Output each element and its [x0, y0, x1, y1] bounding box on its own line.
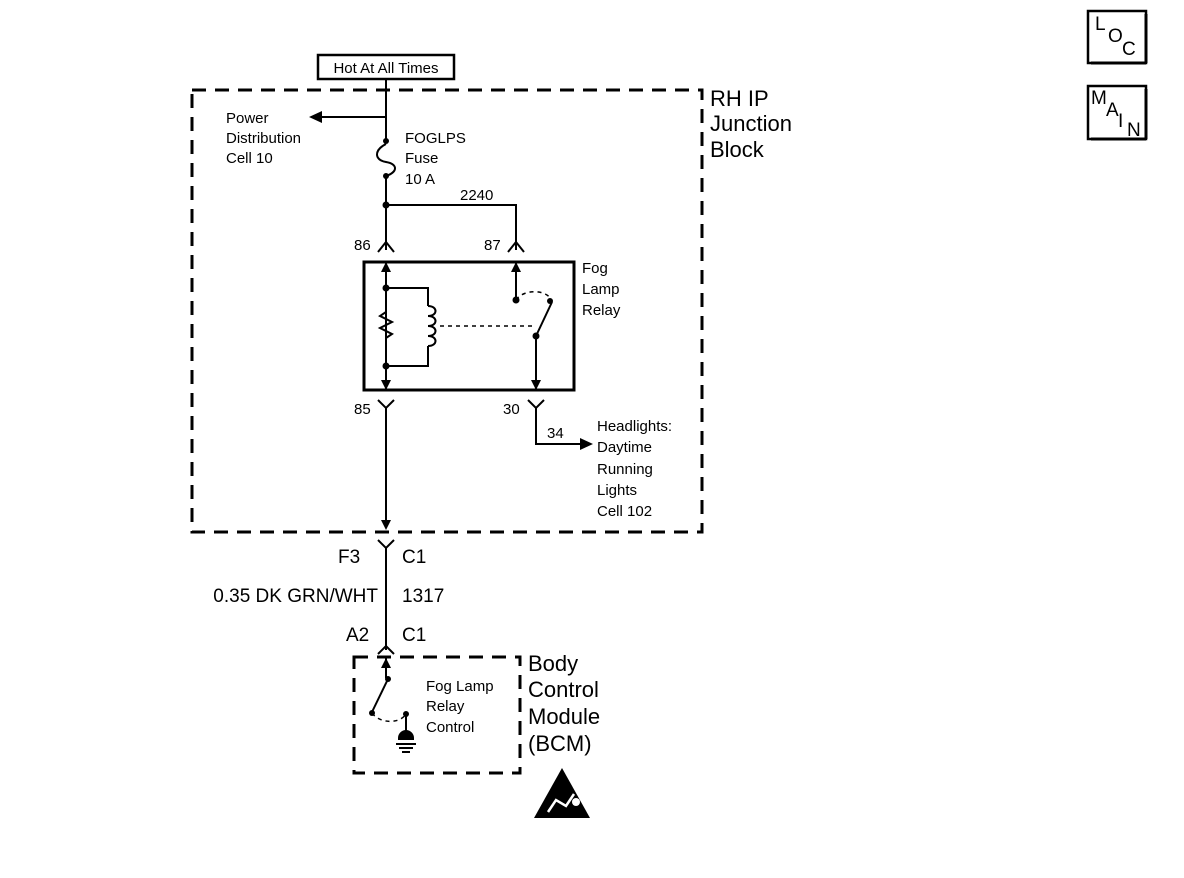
arrow-right-icon	[580, 438, 593, 450]
junction-block-outline	[190, 88, 704, 534]
arrow-left-icon	[309, 111, 322, 123]
fog-lamp-relay-label: Fog Lamp Relay	[582, 260, 621, 319]
power-source-label: Hot At All Times	[316, 53, 456, 81]
junction-block-line-2: Junction	[710, 111, 792, 136]
connector-87-icon	[507, 240, 525, 253]
power-source-text: Hot At All Times	[333, 60, 438, 77]
bcm-label: Body Control Module (BCM)	[528, 651, 600, 756]
bcm-relay-control-switch-icon	[369, 656, 409, 738]
circuit-2240-label: 2240	[460, 187, 493, 204]
bcm-control-label: Fog Lamp Relay Control	[426, 678, 494, 736]
power-distribution-label: Power Distribution Cell 10	[226, 110, 301, 167]
relay-line-1: Fog	[582, 260, 608, 277]
main-letter-2: A	[1106, 100, 1119, 121]
wire-circuit-label: 1317	[402, 586, 444, 607]
ground-icon	[396, 730, 416, 753]
main-letter-1: M	[1091, 88, 1107, 109]
wire-2240	[386, 204, 517, 250]
circuit-34-label: 34	[547, 425, 564, 442]
bcm-control-line-1: Fog Lamp	[426, 678, 494, 695]
headlights-label: Headlights: Daytime Running Lights Cell …	[597, 418, 672, 520]
connector-a2-name-label: C1	[402, 625, 426, 646]
connector-a2-pin-label: A2	[346, 625, 369, 646]
loc-letter-3: C	[1122, 39, 1136, 60]
connector-85-icon	[377, 399, 395, 410]
headlights-line-4: Lights	[597, 482, 637, 499]
bcm-line-1: Body	[528, 651, 578, 676]
arrow-down-icon	[381, 520, 391, 530]
main-button[interactable]: M A I N	[1086, 84, 1148, 141]
bcm-control-line-2: Relay	[426, 698, 465, 715]
connector-86-icon	[377, 240, 395, 253]
power-distribution-line-1: Power	[226, 110, 269, 127]
loc-button[interactable]: L O C	[1086, 9, 1148, 65]
headlights-line-1: Headlights:	[597, 418, 672, 435]
relay-line-2: Lamp	[582, 281, 620, 298]
headlights-line-3: Running	[597, 461, 653, 478]
bcm-line-2: Control	[528, 677, 599, 702]
connector-f3-icon	[377, 539, 395, 550]
relay-switch-icon	[511, 262, 553, 390]
fuse-line-3: 10 A	[405, 171, 435, 188]
bcm-outline	[352, 655, 522, 775]
wire-gauge-color-label: 0.35 DK GRN/WHT	[213, 586, 378, 607]
pin-85-label: 85	[354, 401, 371, 418]
fog-lamp-relay-box	[362, 260, 576, 392]
fuse-symbol-icon	[376, 138, 396, 179]
pin-30-label: 30	[503, 401, 520, 418]
power-distribution-line-3: Cell 10	[226, 150, 273, 167]
bcm-control-line-3: Control	[426, 719, 474, 736]
wire-34	[535, 408, 580, 445]
junction-block-line-1: RH IP	[710, 86, 769, 111]
headlights-line-5: Cell 102	[597, 503, 652, 520]
loc-letter-2: O	[1108, 26, 1123, 47]
bcm-line-3: Module	[528, 704, 600, 729]
junction-block-label: RH IP Junction Block	[710, 86, 792, 162]
connector-f3-pin-label: F3	[338, 547, 360, 568]
fuse-label: FOGLPS Fuse 10 A	[405, 130, 466, 188]
connector-30-icon	[527, 399, 545, 410]
pin-86-label: 86	[354, 237, 371, 254]
esd-warning-icon	[534, 768, 590, 818]
headlights-line-2: Daytime	[597, 439, 652, 456]
junction-block-line-3: Block	[710, 137, 765, 162]
power-distribution-line-2: Distribution	[226, 130, 301, 147]
loc-letter-1: L	[1095, 14, 1106, 35]
main-letter-3: I	[1118, 111, 1123, 132]
fuse-line-2: Fuse	[405, 150, 438, 167]
relay-coil-icon	[377, 262, 437, 390]
connector-a2-icon	[377, 644, 395, 655]
pin-87-label: 87	[484, 237, 501, 254]
bcm-line-4: (BCM)	[528, 731, 592, 756]
main-letter-4: N	[1127, 120, 1141, 141]
connector-f3-name-label: C1	[402, 547, 426, 568]
fuse-line-1: FOGLPS	[405, 130, 466, 147]
relay-line-3: Relay	[582, 302, 621, 319]
